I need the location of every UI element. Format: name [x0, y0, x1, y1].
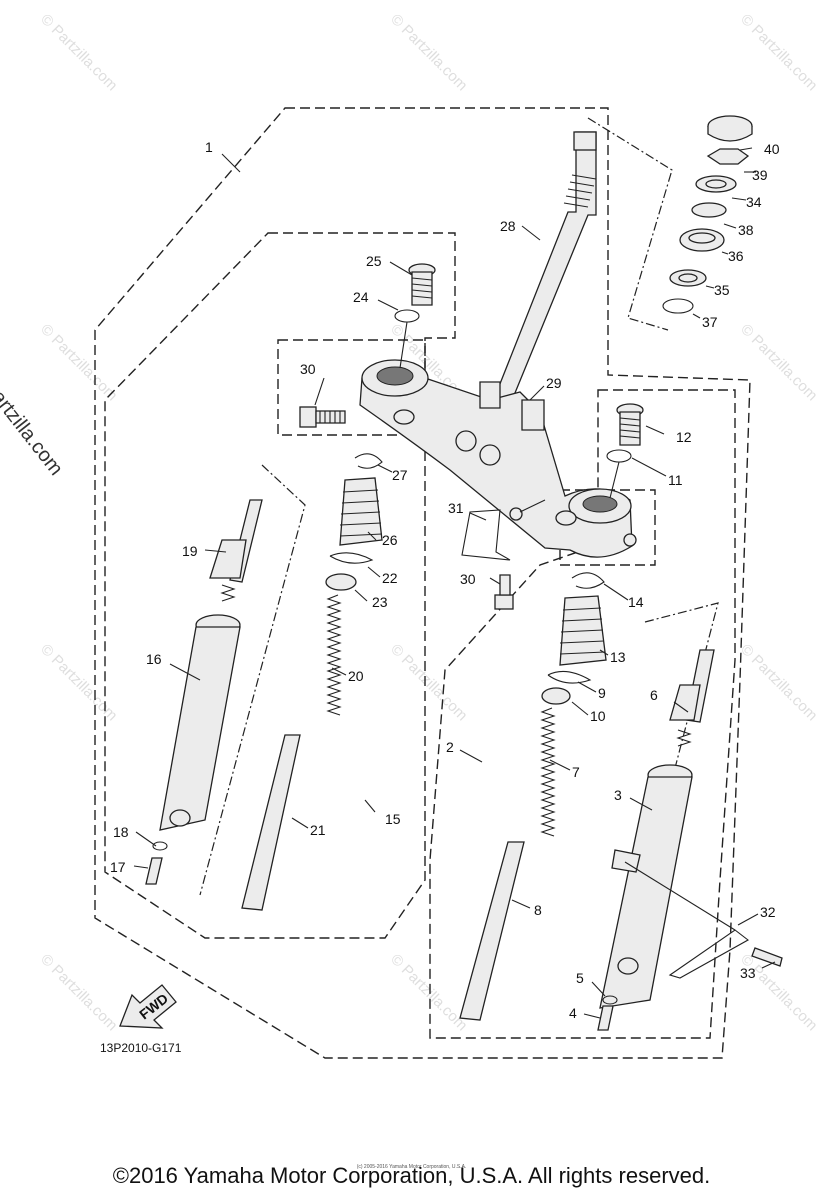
callout-6: 6 — [650, 687, 658, 703]
callout-12: 12 — [676, 429, 692, 445]
spring-7 — [540, 707, 556, 837]
ring-22 — [329, 552, 374, 564]
watermark-tile: © Partzilla.com — [387, 11, 470, 94]
seal-10 — [541, 687, 571, 705]
watermark-tile: © Partzilla.com — [37, 641, 120, 724]
callout-22: 22 — [382, 570, 398, 586]
callout-34: 34 — [746, 194, 762, 210]
damper-rod-19 — [209, 499, 263, 602]
callout-23: 23 — [372, 594, 388, 610]
watermark-tile: © Partzilla.com — [387, 641, 470, 724]
callout-17: 17 — [110, 859, 126, 875]
callout-31: 31 — [448, 500, 464, 516]
callout-39: 39 — [752, 167, 768, 183]
callout-14: 14 — [628, 594, 644, 610]
outline-fork-left-15 — [104, 232, 456, 939]
bolt-30-lower — [494, 574, 514, 610]
inner-tube-8 — [459, 841, 525, 1021]
watermark-tile: © Partzilla.com — [737, 11, 820, 94]
guide-32 — [668, 929, 749, 979]
chain-line-right-inner — [611, 602, 719, 1011]
small-copyright: (c) 2005-2016 Yamaha Motor Corporation, … — [356, 1164, 467, 1170]
callout-30-upper: 30 — [300, 361, 316, 377]
bolt-17 — [145, 857, 163, 885]
callout-labels: 1 2 3 4 5 6 7 8 9 10 11 12 13 14 15 16 1… — [110, 139, 780, 1021]
bolt-33 — [751, 947, 783, 967]
chain-line-left-inner — [199, 464, 306, 896]
damper-rod-6 — [669, 649, 715, 747]
callout-11: 11 — [668, 472, 683, 488]
callout-18: 18 — [113, 824, 129, 840]
dust-boot-13 — [559, 595, 607, 666]
callout-37: 37 — [702, 314, 718, 330]
o-ring-11 — [606, 449, 632, 463]
bolt-30-upper — [299, 406, 346, 428]
cap-bolt-25 — [408, 263, 436, 306]
callout-8: 8 — [534, 902, 542, 918]
callout-27: 27 — [392, 467, 408, 483]
washer-5 — [602, 995, 618, 1005]
callout-13: 13 — [610, 649, 626, 665]
callout-28: 28 — [500, 218, 516, 234]
outline-assembly-1 — [94, 107, 751, 1059]
diagram-code: 13P2010-G171 — [100, 1041, 182, 1055]
callout-1: 1 — [205, 139, 213, 155]
callout-19: 19 — [182, 543, 198, 559]
callout-38: 38 — [738, 222, 754, 238]
watermark-tile: © Partzilla.com — [737, 641, 820, 724]
under-bracket — [359, 359, 637, 558]
copyright-notice: ©2016 Yamaha Motor Corporation, U.S.A. A… — [112, 1163, 711, 1188]
callout-15: 15 — [385, 811, 401, 827]
inner-tube-21 — [241, 734, 301, 911]
guide-12 — [609, 461, 620, 499]
dust-boot-26 — [339, 477, 383, 546]
cap-bolt-12 — [616, 403, 644, 446]
callout-7: 7 — [572, 764, 580, 780]
callout-21: 21 — [310, 822, 326, 838]
bearing-stack — [662, 115, 753, 314]
callout-20: 20 — [348, 668, 364, 684]
seal-23 — [325, 573, 357, 591]
callout-40: 40 — [764, 141, 780, 157]
callout-4: 4 — [569, 1005, 577, 1021]
watermark-tile: © Partzilla.com — [37, 11, 120, 94]
callout-10: 10 — [590, 708, 606, 724]
callout-35: 35 — [714, 282, 730, 298]
steering-stem — [491, 131, 597, 411]
watermark-tile: © Partzilla.com — [37, 951, 120, 1034]
leader-lines — [133, 147, 776, 1019]
callout-2: 2 — [446, 739, 454, 755]
callout-29: 29 — [546, 375, 562, 391]
callout-30-lower: 30 — [460, 571, 476, 587]
spring-20 — [326, 594, 342, 716]
callout-16: 16 — [146, 651, 162, 667]
guide-25 — [399, 321, 408, 369]
callout-3: 3 — [614, 787, 622, 803]
bolt-4 — [597, 1005, 614, 1031]
chain-line-steering — [587, 117, 673, 331]
circlip-14 — [571, 572, 605, 589]
callout-36: 36 — [728, 248, 744, 264]
callout-24: 24 — [353, 289, 369, 305]
circlip-27 — [354, 453, 383, 469]
hose-guide-31 — [461, 499, 546, 561]
ring-9 — [547, 670, 592, 684]
o-ring-24 — [394, 309, 420, 323]
callout-25: 25 — [366, 253, 382, 269]
leader-tube-3-clip — [624, 861, 736, 931]
outer-tube-3 — [599, 764, 693, 1009]
callout-5: 5 — [576, 970, 584, 986]
callout-9: 9 — [598, 685, 606, 701]
fwd-arrow-icon: FWD — [119, 984, 177, 1029]
outer-tube-16 — [159, 614, 241, 831]
watermark-tile: © Partzilla.com — [37, 321, 120, 404]
callout-26: 26 — [382, 532, 398, 548]
washer-18 — [152, 841, 168, 851]
callout-33: 33 — [740, 965, 756, 981]
watermark-tile: © Partzilla.com — [387, 951, 470, 1034]
callout-32: 32 — [760, 904, 776, 920]
